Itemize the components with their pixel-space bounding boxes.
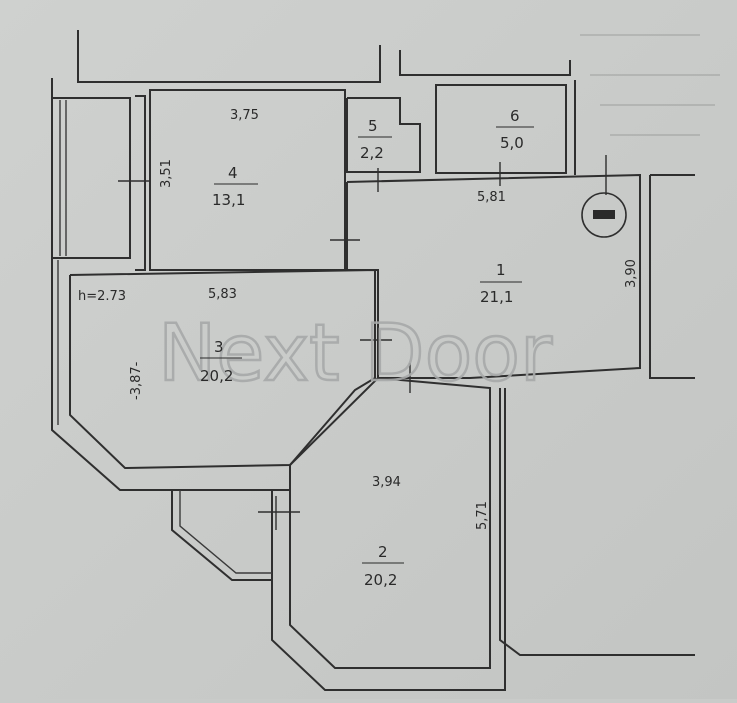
watermark-text: Next Door: [158, 309, 553, 399]
room-4-area: 13,1: [212, 191, 245, 209]
room-1-area: 21,1: [480, 288, 513, 306]
background-page-lines: [580, 34, 720, 136]
room-4-number: 4: [228, 164, 238, 182]
room-2-walls: [258, 377, 695, 691]
room-2-number: 2: [378, 543, 388, 561]
top-outer-walls: [51, 30, 571, 98]
room-2-area: 20,2: [364, 571, 397, 589]
room-4-walls: [118, 89, 360, 271]
room-3-number: 3: [214, 338, 224, 356]
room-5-area: 2,2: [360, 144, 384, 162]
riser-marker: [593, 210, 615, 219]
dim-room4-depth: 3,51: [159, 159, 174, 188]
riser-circle: [581, 192, 627, 238]
room-5-number: 5: [368, 117, 378, 135]
balcony-lower: [171, 490, 272, 581]
dim-room2-depth: 5,71: [475, 501, 490, 530]
room-3-walls: [51, 258, 376, 491]
dim-room4-width: 3,75: [230, 108, 259, 123]
dim-room2-width: 3,94: [372, 475, 401, 490]
dim-room1-depth: 3,90: [624, 259, 639, 288]
dim-room3-width: 5,83: [208, 287, 237, 302]
room-6-number: 6: [510, 107, 520, 125]
room-1-number: 1: [496, 261, 506, 279]
room-6-area: 5,0: [500, 134, 524, 152]
room-5-walls: [346, 97, 421, 192]
labels: 3,75 3,51 4 13,1 5 2,2 6 5,0 5,81 3,90 1…: [78, 107, 639, 589]
dim-room1-width: 5,81: [477, 190, 506, 205]
room-3-area: 20,2: [200, 367, 233, 385]
dim-room3-depth: -3,87-: [129, 361, 144, 400]
ceiling-height-label: h=2.73: [78, 289, 126, 304]
loggia-left: [51, 97, 131, 259]
room-6-walls: [435, 84, 567, 186]
